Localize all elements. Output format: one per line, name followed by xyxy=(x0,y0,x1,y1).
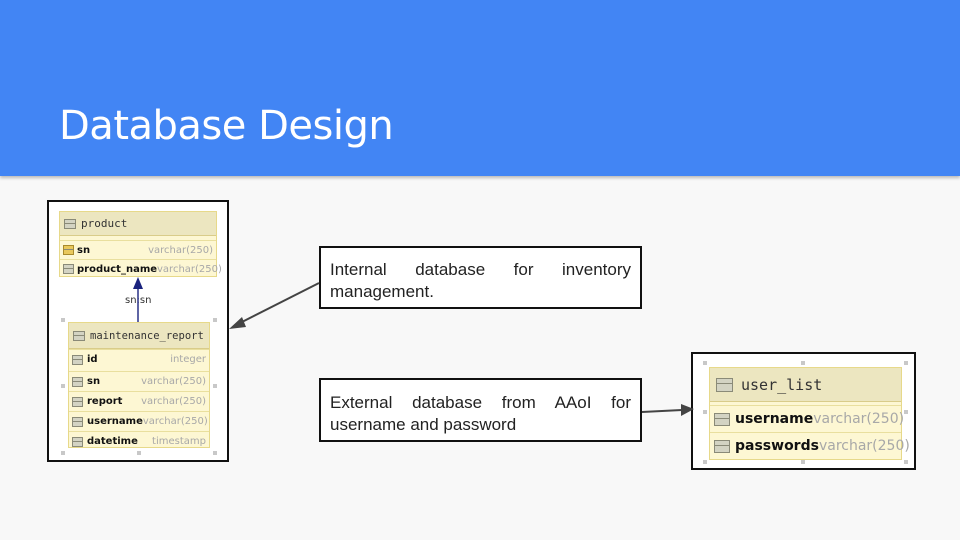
table-row: username varchar(250) xyxy=(69,411,209,431)
table-icon xyxy=(73,330,85,341)
internal-db-diagram: product sn varchar(250) product_name var… xyxy=(47,200,229,462)
table-header: product xyxy=(60,212,216,236)
column-name: datetime xyxy=(87,436,138,447)
resize-handle xyxy=(703,410,707,414)
column-type: varchar(250) xyxy=(142,416,208,427)
column-icon xyxy=(714,412,730,426)
table-header: maintenance_report xyxy=(69,323,209,349)
table-row: username varchar(250) xyxy=(710,405,905,432)
column-name: id xyxy=(87,354,98,365)
column-icon xyxy=(72,354,83,365)
column-name: username xyxy=(735,411,814,427)
column-type: varchar(250) xyxy=(141,376,206,387)
product-table: product sn varchar(250) product_name var… xyxy=(59,211,222,278)
resize-handle xyxy=(703,361,707,365)
table-name: user_list xyxy=(741,375,823,394)
column-icon xyxy=(63,264,74,274)
column-type: varchar(250) xyxy=(157,263,222,275)
resize-handle xyxy=(904,460,908,464)
column-icon xyxy=(714,439,730,453)
column-icon xyxy=(72,396,83,407)
resize-handle xyxy=(213,384,217,388)
slide-title: Database Design xyxy=(59,103,394,149)
table-row: passwords varchar(250) xyxy=(710,432,910,459)
slide-header xyxy=(0,0,960,176)
column-type: timestamp xyxy=(152,436,206,447)
column-name: username xyxy=(87,416,143,427)
table-row: sn varchar(250) xyxy=(60,240,216,259)
column-icon xyxy=(72,436,83,447)
table-name: maintenance_report xyxy=(90,329,204,342)
external-db-diagram: user_list username varchar(250) password… xyxy=(691,352,916,470)
column-type: varchar(250) xyxy=(813,411,905,427)
resize-handle xyxy=(61,451,65,455)
table-row: sn varchar(250) xyxy=(69,371,209,391)
column-type: integer xyxy=(170,354,206,365)
resize-handle xyxy=(137,451,141,455)
resize-handle xyxy=(213,318,217,322)
table-header: user_list xyxy=(710,368,901,402)
resize-handle xyxy=(904,361,908,365)
column-icon xyxy=(72,376,83,387)
relation-label: sn:sn xyxy=(125,295,152,306)
internal-pointer-arrow xyxy=(229,282,320,329)
column-type: varchar(250) xyxy=(141,396,206,407)
user-list-table: user_list username varchar(250) password… xyxy=(709,367,910,460)
resize-handle xyxy=(801,361,805,365)
external-db-note: External database from AAoI for username… xyxy=(319,378,642,442)
column-icon xyxy=(72,416,83,427)
resize-handle xyxy=(213,451,217,455)
resize-handle xyxy=(801,460,805,464)
column-type: varchar(250) xyxy=(818,438,910,454)
primary-key-icon xyxy=(63,245,74,255)
table-icon xyxy=(64,218,76,229)
note-text: External database from AAoI for username… xyxy=(330,393,631,434)
table-row: report varchar(250) xyxy=(69,391,209,411)
note-text: Internal database for inventory manageme… xyxy=(330,260,631,301)
resize-handle xyxy=(904,410,908,414)
resize-handle xyxy=(61,384,65,388)
column-name: passwords xyxy=(735,438,819,454)
resize-handle xyxy=(703,460,707,464)
table-icon xyxy=(716,377,733,392)
table-row: datetime timestamp xyxy=(69,431,209,451)
column-type: varchar(250) xyxy=(148,244,213,256)
column-name: sn xyxy=(87,376,101,387)
column-name: product_name xyxy=(77,263,158,275)
table-name: product xyxy=(81,217,128,230)
column-name: report xyxy=(87,396,123,407)
table-row: product_name varchar(250) xyxy=(60,259,222,278)
resize-handle xyxy=(61,318,65,322)
table-row: id integer xyxy=(69,349,209,369)
column-name: sn xyxy=(77,244,91,256)
external-pointer-arrow xyxy=(641,404,694,416)
maintenance-report-table: maintenance_report id integer sn varchar… xyxy=(68,322,210,448)
internal-db-note: Internal database for inventory manageme… xyxy=(319,246,642,309)
